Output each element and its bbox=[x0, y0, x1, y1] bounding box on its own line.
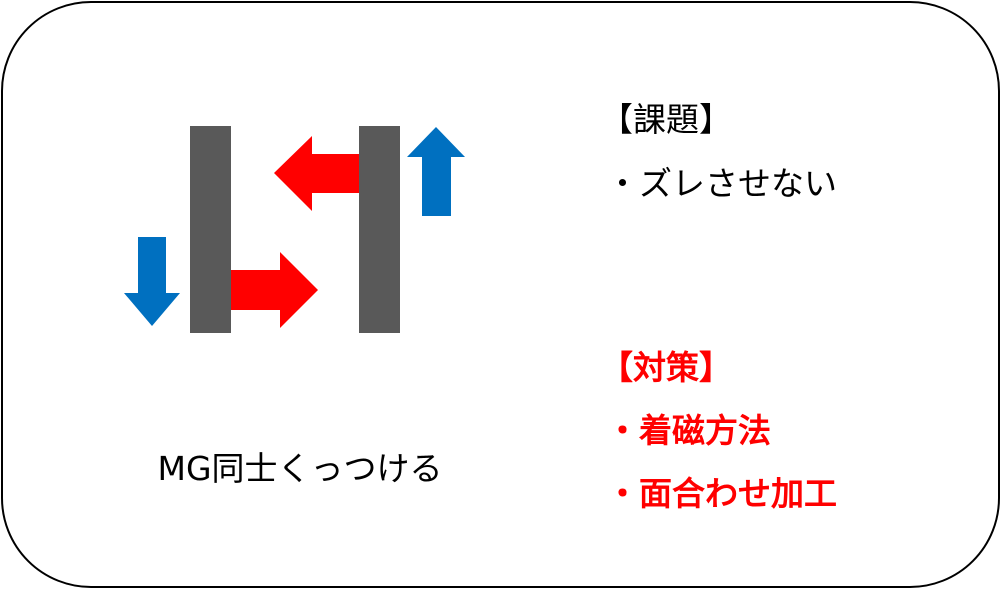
left-magnet-bar bbox=[190, 126, 231, 333]
arrow-up-icon bbox=[407, 127, 465, 216]
countermeasure-item-magnetization: ・着磁方法 bbox=[606, 411, 771, 450]
issue-item: ・ズレさせない bbox=[606, 164, 837, 203]
arrow-down-icon bbox=[124, 237, 180, 326]
countermeasure-item-surface-finishing: ・面合わせ加工 bbox=[606, 474, 837, 513]
arrow-right-icon bbox=[231, 252, 318, 328]
countermeasure-heading: 【対策】 bbox=[600, 348, 732, 387]
issue-heading: 【課題】 bbox=[600, 100, 732, 139]
right-magnet-bar bbox=[359, 126, 400, 333]
diagram-caption: MG同士くっつける bbox=[157, 449, 443, 488]
arrow-left-icon bbox=[274, 136, 359, 211]
